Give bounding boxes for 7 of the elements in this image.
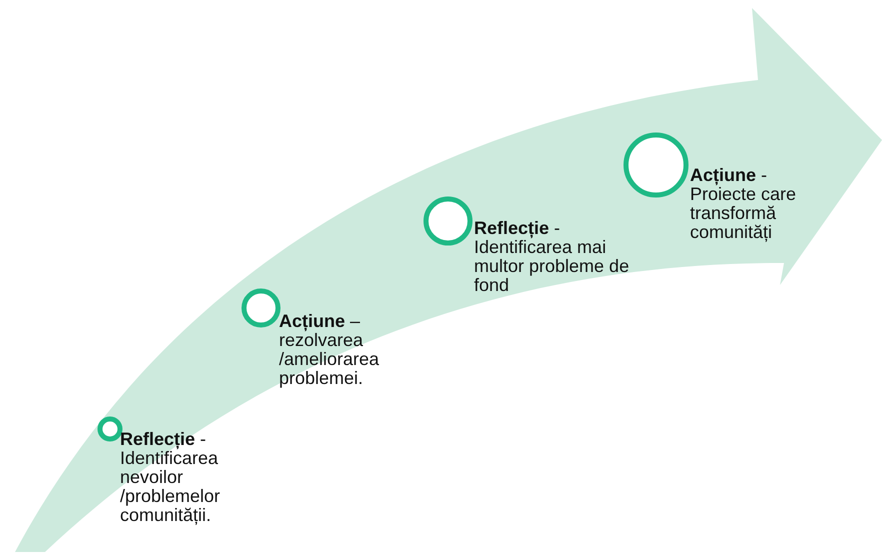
step-description: Acțiune – rezolvarea /ameliorarea problemei. [279, 312, 380, 388]
step-description: Reflecție - Identificarea nevoilor /problemelor comunității. [120, 430, 222, 525]
step-description: Reflecție - Identificarea mai multor probleme de fond [474, 219, 630, 295]
circle-marker [241, 288, 281, 328]
circle-marker [97, 416, 123, 442]
step-description: Acțiune - Proiecte care transformă comunități [690, 166, 798, 242]
circle-marker [423, 196, 473, 246]
